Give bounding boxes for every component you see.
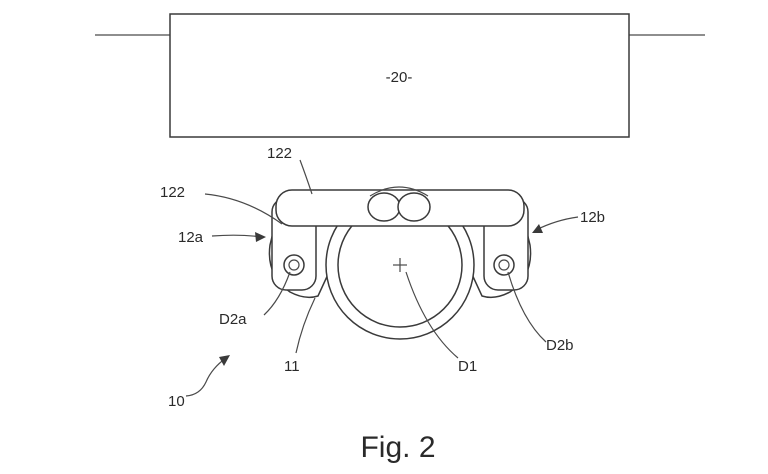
leader-122-left	[204, 193, 283, 225]
block-20	[169, 13, 630, 138]
leader-12a	[211, 234, 263, 238]
leader-12b	[535, 216, 579, 231]
label-12b: 12b	[580, 209, 605, 226]
pivot-d2b-outer	[493, 254, 515, 276]
label-d2a: D2a	[219, 311, 247, 328]
roller-top-arc	[369, 186, 429, 197]
leader-122-top	[299, 159, 313, 195]
label-11: 11	[284, 358, 300, 375]
roller-left	[367, 192, 401, 222]
component-20: -20-	[95, 13, 705, 138]
label-10: 10	[168, 393, 185, 410]
figure-caption: Fig. 2	[360, 431, 435, 464]
arrow-12b	[532, 224, 543, 233]
label-d1: D1	[458, 358, 477, 375]
label-122-top: 122	[267, 145, 292, 162]
arrow-10	[219, 355, 230, 366]
leader-10	[185, 357, 227, 397]
arrow-12a	[255, 232, 266, 242]
clamp-assembly-10	[268, 186, 532, 340]
leader-d2b	[507, 271, 547, 343]
reference-labels: 122 122 12a 12b D2a D2b 11 D1 10	[160, 145, 605, 410]
leader-lines	[185, 159, 579, 397]
leader-d1	[405, 271, 459, 359]
pivot-d2b-inner	[498, 259, 510, 271]
leader-d2a	[263, 271, 291, 316]
label-d2b: D2b	[546, 337, 574, 354]
block-20-label: -20-	[386, 69, 413, 86]
label-122-left: 122	[160, 184, 185, 201]
pivot-d2a-outer	[283, 254, 305, 276]
pivot-d2a-inner	[288, 259, 300, 271]
label-12a: 12a	[178, 229, 204, 246]
leader-11	[295, 297, 316, 354]
roller-right	[397, 192, 431, 222]
